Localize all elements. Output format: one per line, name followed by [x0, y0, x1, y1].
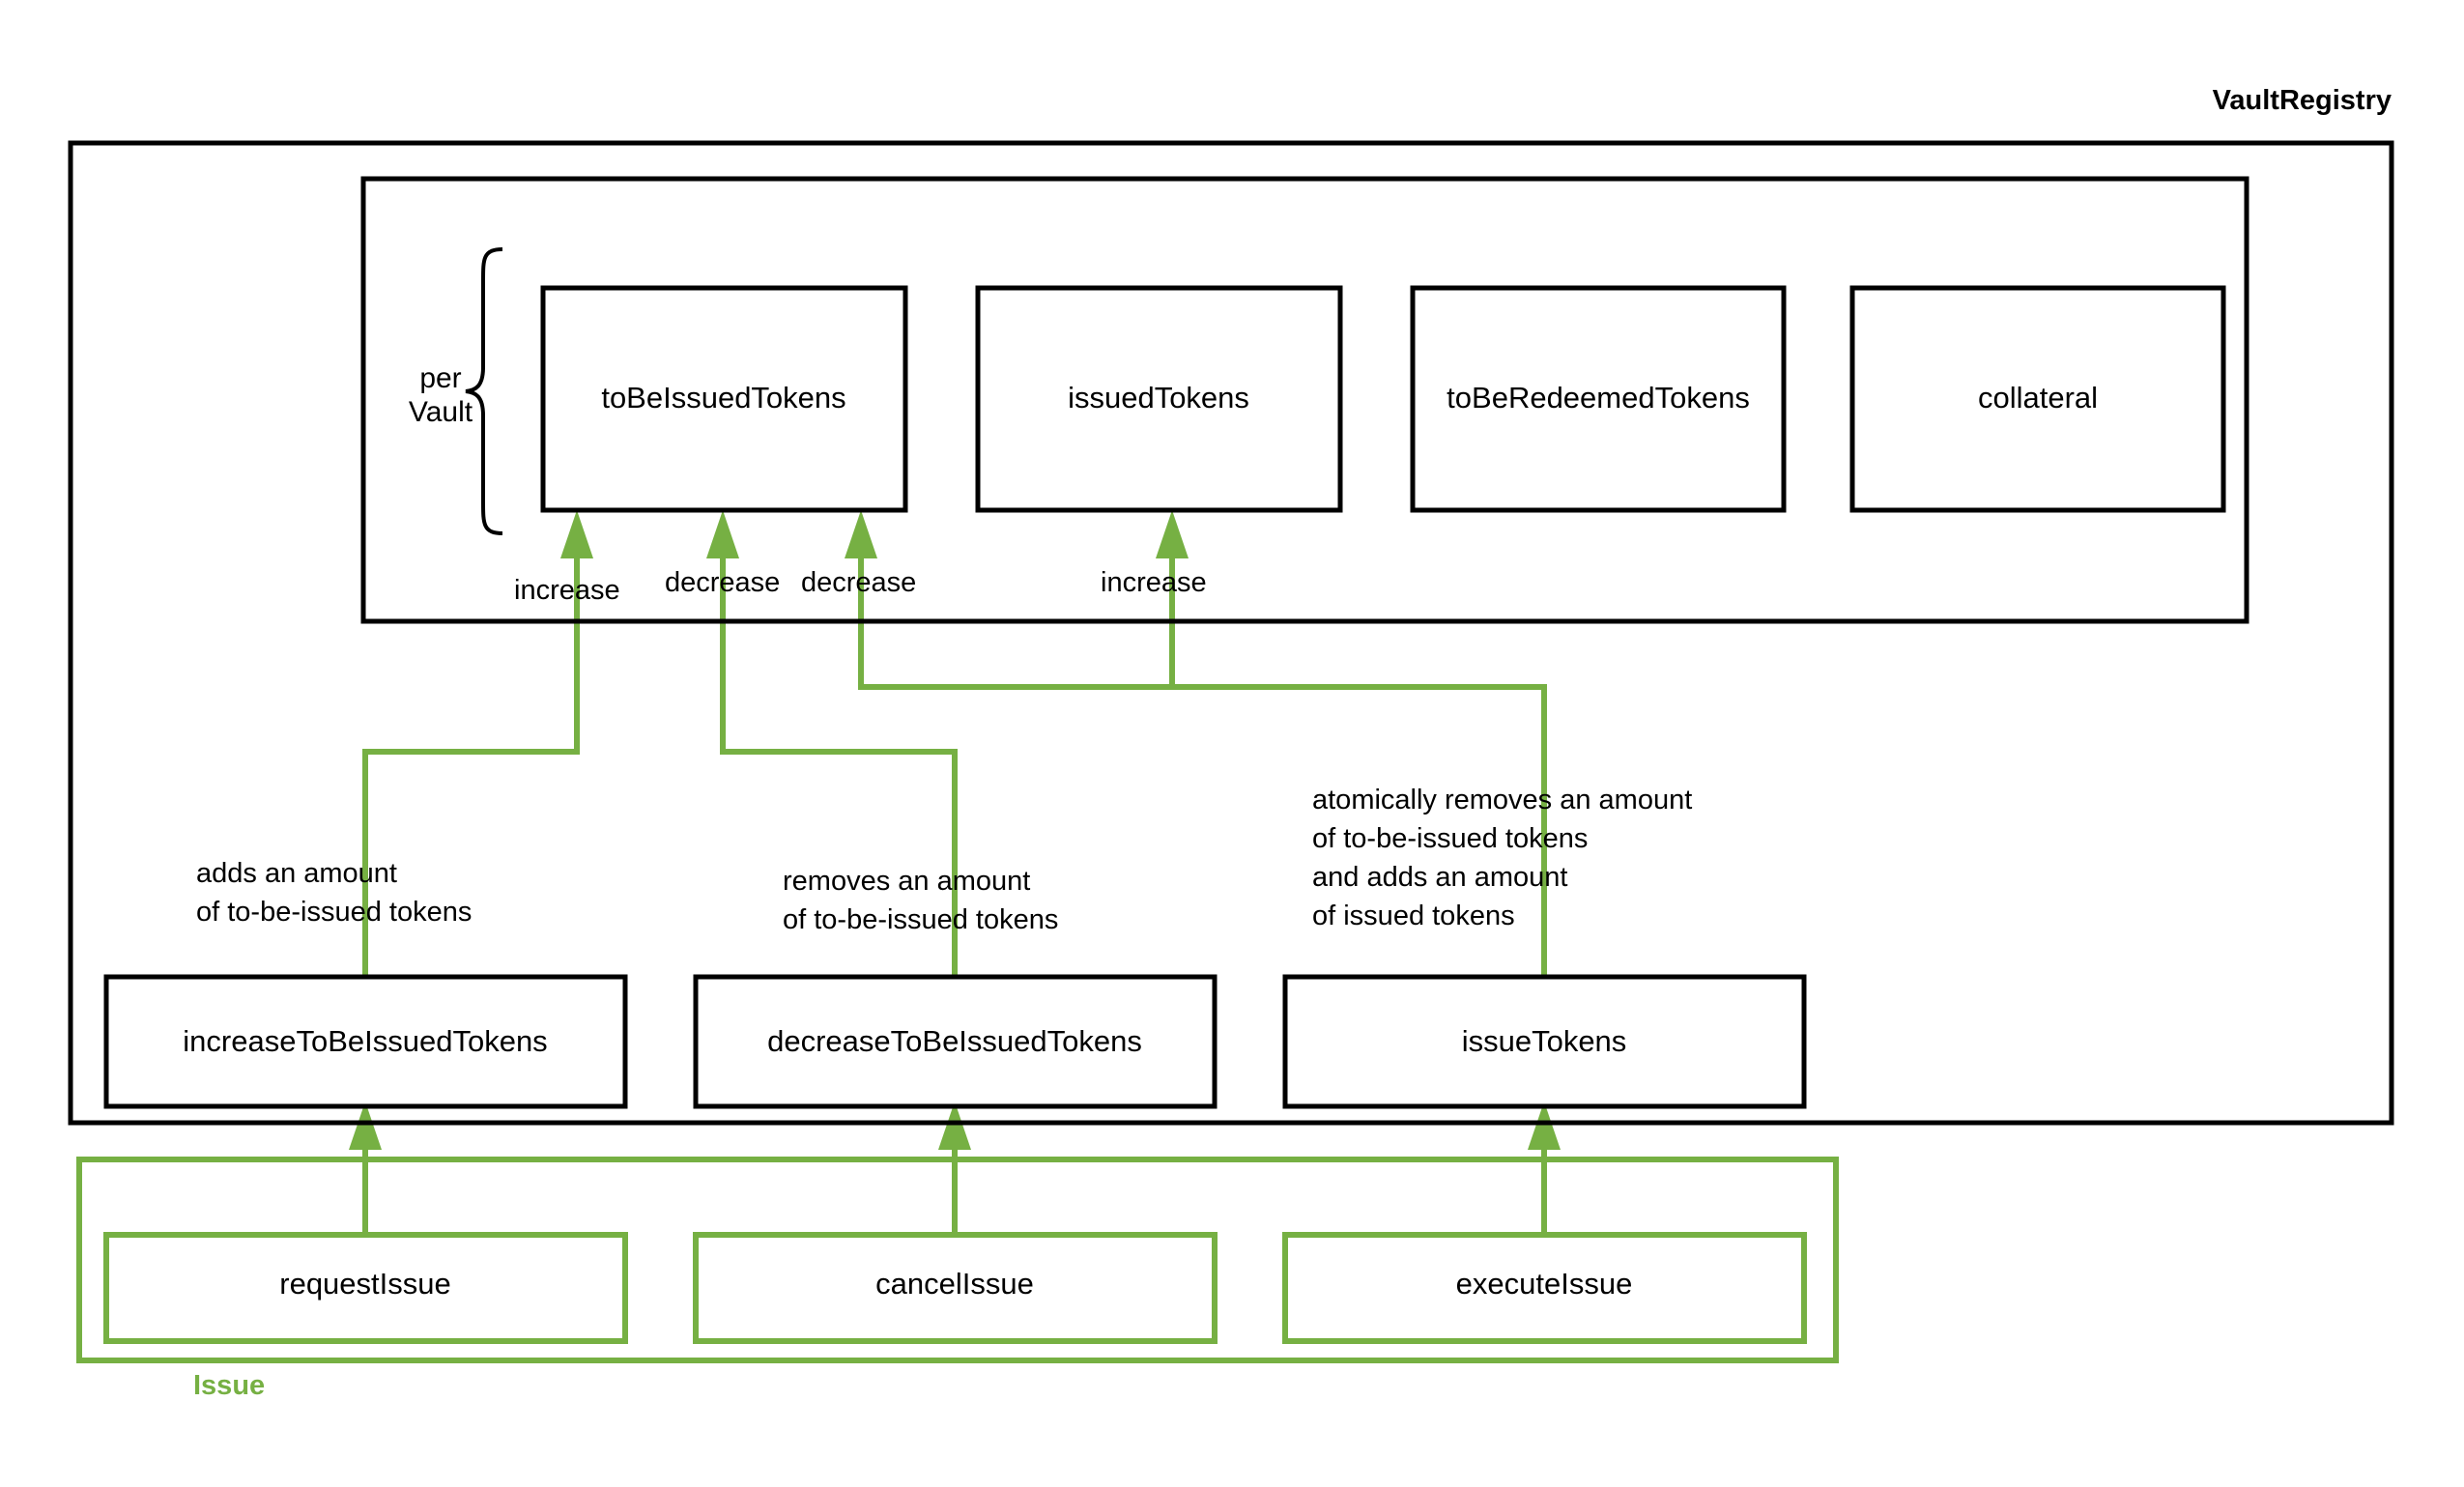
storage-box-label: toBeIssuedTokens	[601, 381, 845, 415]
storage-box-rect	[540, 285, 908, 513]
vaultregistry-outer-box	[68, 140, 2394, 1126]
arrowhead-decrease-fn	[938, 1101, 971, 1150]
function-box-issueTokens[interactable]: issueTokens	[1282, 974, 1807, 1109]
storage-box-label: toBeRedeemedTokens	[1447, 381, 1750, 415]
issue-group-box	[76, 1157, 1839, 1363]
function-box-label: issueTokens	[1462, 1024, 1627, 1058]
edge-label-decrease-tbit-1: decrease	[665, 567, 780, 598]
arrowhead-tbit-3	[845, 510, 877, 558]
storage-box-collateral[interactable]: collateral	[1849, 285, 2226, 513]
storage-box-issuedTokens[interactable]: issuedTokens	[975, 285, 1343, 513]
function-box-rect	[103, 974, 628, 1109]
issue-box-label: requestIssue	[279, 1267, 451, 1301]
vault-storage-group-box	[360, 176, 2249, 624]
issue-box-label: cancelIssue	[875, 1267, 1034, 1301]
function-box-decreaseToBeIssuedTokens[interactable]: decreaseToBeIssuedTokens	[693, 974, 1218, 1109]
issue-box-rect	[693, 1232, 1218, 1344]
storage-box-rect	[975, 285, 1343, 513]
edge-label-increase-issuedtokens: increase	[1101, 567, 1207, 598]
storage-box-toBeIssuedTokens[interactable]: toBeIssuedTokens	[540, 285, 908, 513]
connector-layer	[362, 536, 1547, 1235]
function-box-label: increaseToBeIssuedTokens	[183, 1024, 547, 1058]
function-box-increaseToBeIssuedTokens[interactable]: increaseToBeIssuedTokens	[103, 974, 628, 1109]
arrowhead-issuedtokens	[1156, 510, 1189, 558]
arrowhead-increase-fn	[349, 1101, 382, 1150]
connector-decrease-to-tbit	[720, 536, 958, 977]
arrowhead-tbit-1	[560, 510, 593, 558]
connector-increase-to-tbit	[362, 536, 580, 977]
function-box-rect	[1282, 974, 1807, 1109]
storage-box-rect	[1410, 285, 1787, 513]
issue-box-rect	[103, 1232, 628, 1344]
issue-box-executeIssue[interactable]: executeIssue	[1282, 1232, 1807, 1344]
issue-box-requestIssue[interactable]: requestIssue	[103, 1232, 628, 1344]
arrowhead-layer	[349, 510, 1561, 1150]
issue-box-rect	[1282, 1232, 1807, 1344]
arrowhead-issuetokens-fn	[1528, 1101, 1561, 1150]
function-box-label: decreaseToBeIssuedTokens	[767, 1024, 1142, 1058]
issue-box-label: executeIssue	[1456, 1267, 1633, 1301]
issue-box-cancelIssue[interactable]: cancelIssue	[693, 1232, 1218, 1344]
storage-box-label: collateral	[1978, 381, 2098, 415]
edge-label-decrease-tbit-2: decrease	[801, 567, 916, 598]
function-box-rect	[693, 974, 1218, 1109]
per-vault-brace	[465, 247, 503, 535]
storage-box-label: issuedTokens	[1068, 381, 1249, 415]
storage-box-rect	[1849, 285, 2226, 513]
connector-issuetokens-to-tbit	[858, 536, 1547, 977]
storage-box-toBeRedeemedTokens[interactable]: toBeRedeemedTokens	[1410, 285, 1787, 513]
arrowhead-tbit-2	[706, 510, 739, 558]
edge-label-increase-tbit: increase	[514, 575, 620, 606]
